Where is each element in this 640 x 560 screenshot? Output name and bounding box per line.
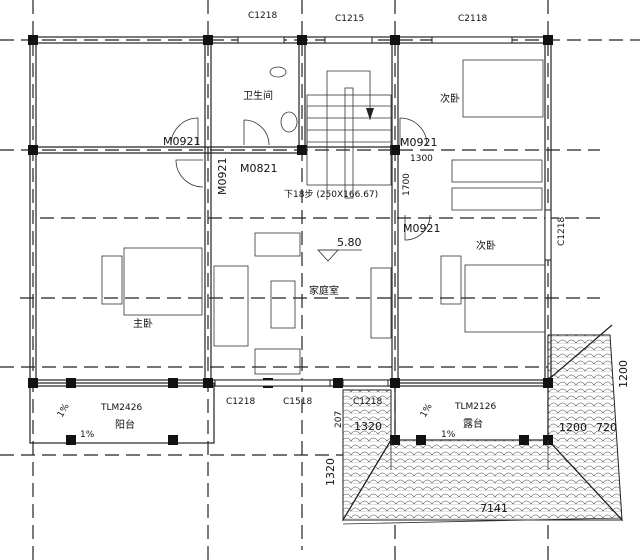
door-label: M0921 [163,135,201,148]
room-label-bedroom: 次卧 [476,239,496,252]
window-label: C1218 [557,217,567,246]
roof-tiles [342,324,624,522]
room-label-bathroom: 卫生间 [243,89,273,102]
window-label: C1218 [248,11,277,21]
slope-label: 1% [441,430,456,440]
wardrobe-icon [451,159,543,183]
rug-icon [440,255,462,305]
slope-label: 1% [80,430,95,440]
stairs-note: 下18步 (250X166.67) [284,189,378,200]
door-label: M0921 [400,136,438,149]
slope-label: 1% [419,402,435,420]
dimension-label: 207 [334,411,344,428]
dimension-label: 1200 [617,360,630,388]
door-label: M0921 [216,158,229,196]
dimension-label: 720 [596,421,617,434]
bed-icon [464,264,546,333]
furniture [101,59,546,375]
bed-icon [123,247,203,316]
room-label-bedroom: 次卧 [440,92,460,105]
slope-label: 1% [56,402,72,420]
dimension-label: 1700 [402,173,412,196]
elevation-mark: 5.80 [337,236,362,249]
window-label: C2118 [458,14,487,24]
window-label: C1215 [335,14,364,24]
rug-icon [101,255,123,305]
bed-icon [462,59,544,118]
door-label: M0921 [403,222,441,235]
labels: C1218 C1215 C2118 卫生间 次卧 次卧 家庭室 主卧 阳台 露台… [56,11,630,525]
window-label: C1218 [226,397,255,407]
windows [214,36,552,387]
armchair-icon [254,348,301,375]
toilet-icon [269,66,287,78]
door-swings [170,117,431,241]
wardrobe-icon [451,187,543,211]
armchair-icon [254,232,301,257]
window-label: C1218 [353,397,382,407]
room-label-family-room: 家庭室 [309,284,339,297]
room-label-balcony: 阳台 [115,418,135,431]
dimension-label: 1320 [354,420,382,433]
walls [29,36,552,444]
door-label: TLM2426 [100,403,142,413]
dimension-label: 7141 [480,502,508,515]
sofa-icon [213,265,249,347]
door-label: M0821 [240,162,278,175]
dimension-label: 1200 [559,421,587,434]
sink-icon [280,111,298,133]
room-label-terrace: 露台 [463,417,483,430]
dimension-label: 1320 [324,458,337,486]
tv-cabinet-icon [370,267,392,339]
staircase[interactable] [306,70,392,200]
dimension-label: 1300 [410,154,433,164]
door-label: TLM2126 [454,402,496,412]
room-label-master-bedroom: 主卧 [133,317,153,330]
coffee-table-icon [270,280,296,329]
window-label: C1518 [283,397,312,407]
